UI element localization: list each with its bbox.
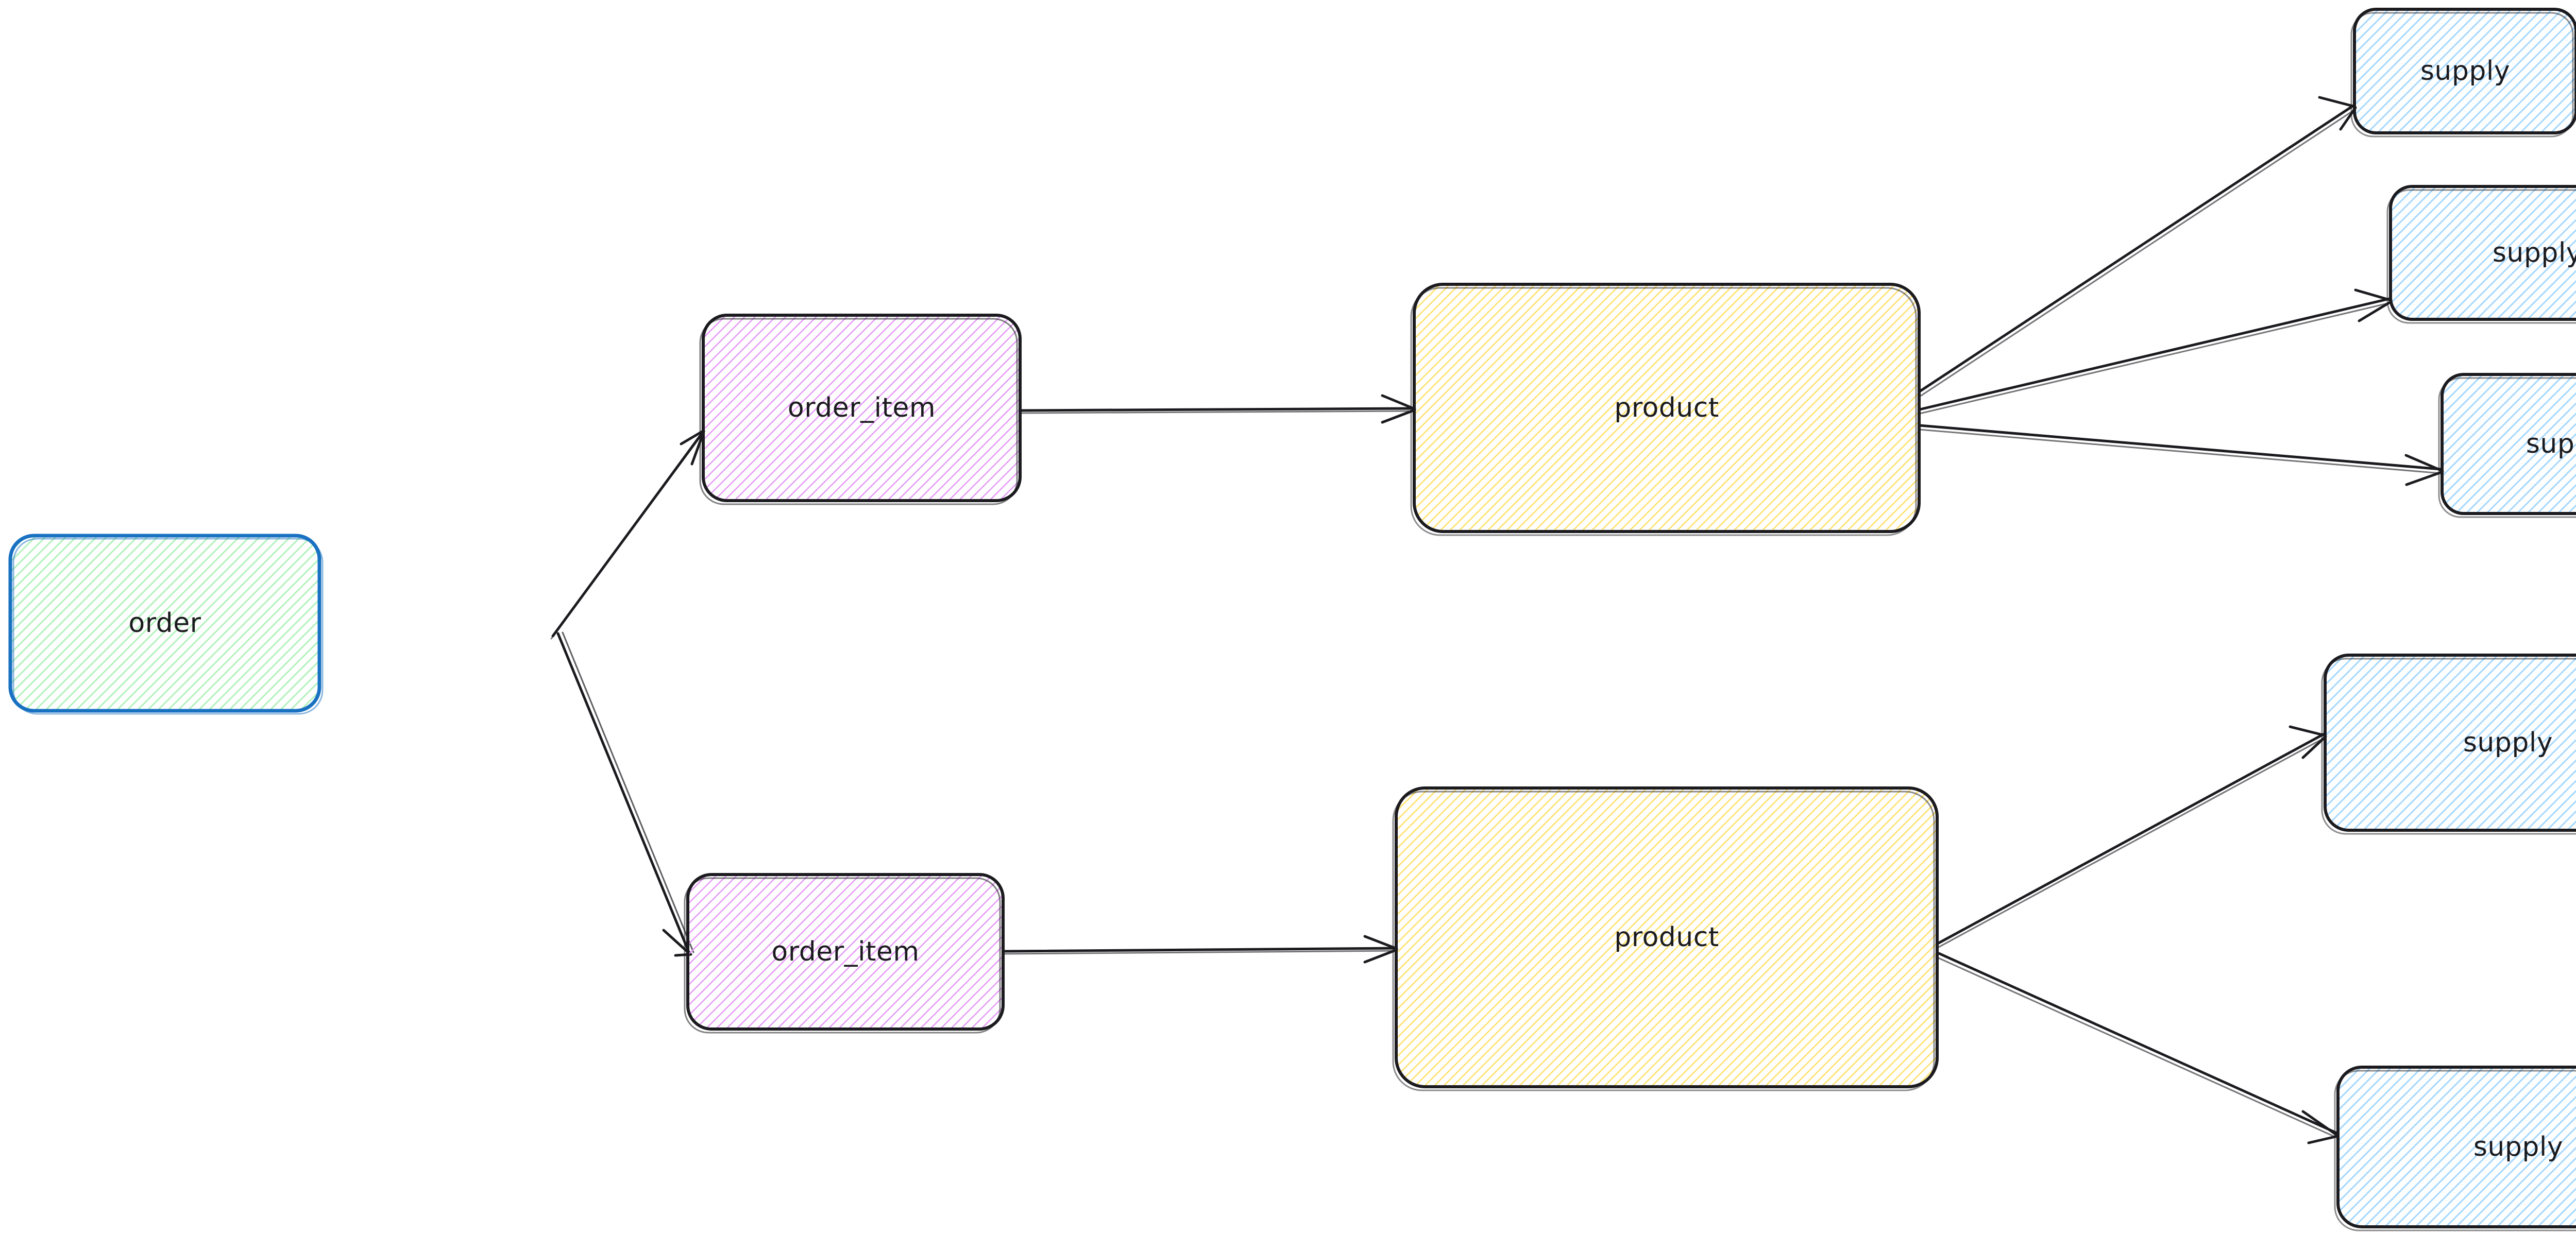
node-supply-4[interactable]: [2321, 654, 2576, 835]
edge-product-2-to-supply-4: [1936, 725, 2327, 949]
node-order-item-1[interactable]: [699, 314, 1022, 505]
edges-layer: [550, 96, 2444, 1144]
edge-order-item-1-to-product-1: [1019, 394, 1416, 424]
edge-order-to-order-item-2: [556, 631, 694, 957]
edge-product-1-to-supply-1: [1918, 96, 2357, 397]
edge-product-1-to-supply-2: [1918, 288, 2393, 415]
node-product-1[interactable]: [1410, 283, 1921, 536]
edge-order-to-order-item-1: [550, 429, 705, 640]
node-supply-5[interactable]: [2334, 1066, 2576, 1231]
node-supply-1[interactable]: [2350, 8, 2576, 138]
nodes-layer: [8, 8, 2576, 1231]
edge-product-1-to-supply-3: [1918, 424, 2444, 486]
node-supply-3[interactable]: [2438, 373, 2576, 518]
edge-order-item-2-to-product-2: [1002, 935, 1398, 964]
node-product-2[interactable]: [1392, 786, 1939, 1091]
node-order[interactable]: [8, 534, 324, 715]
node-supply-2[interactable]: [2386, 185, 2576, 324]
node-order-item-2[interactable]: [684, 873, 1005, 1034]
edge-product-2-to-supply-5: [1935, 951, 2339, 1144]
